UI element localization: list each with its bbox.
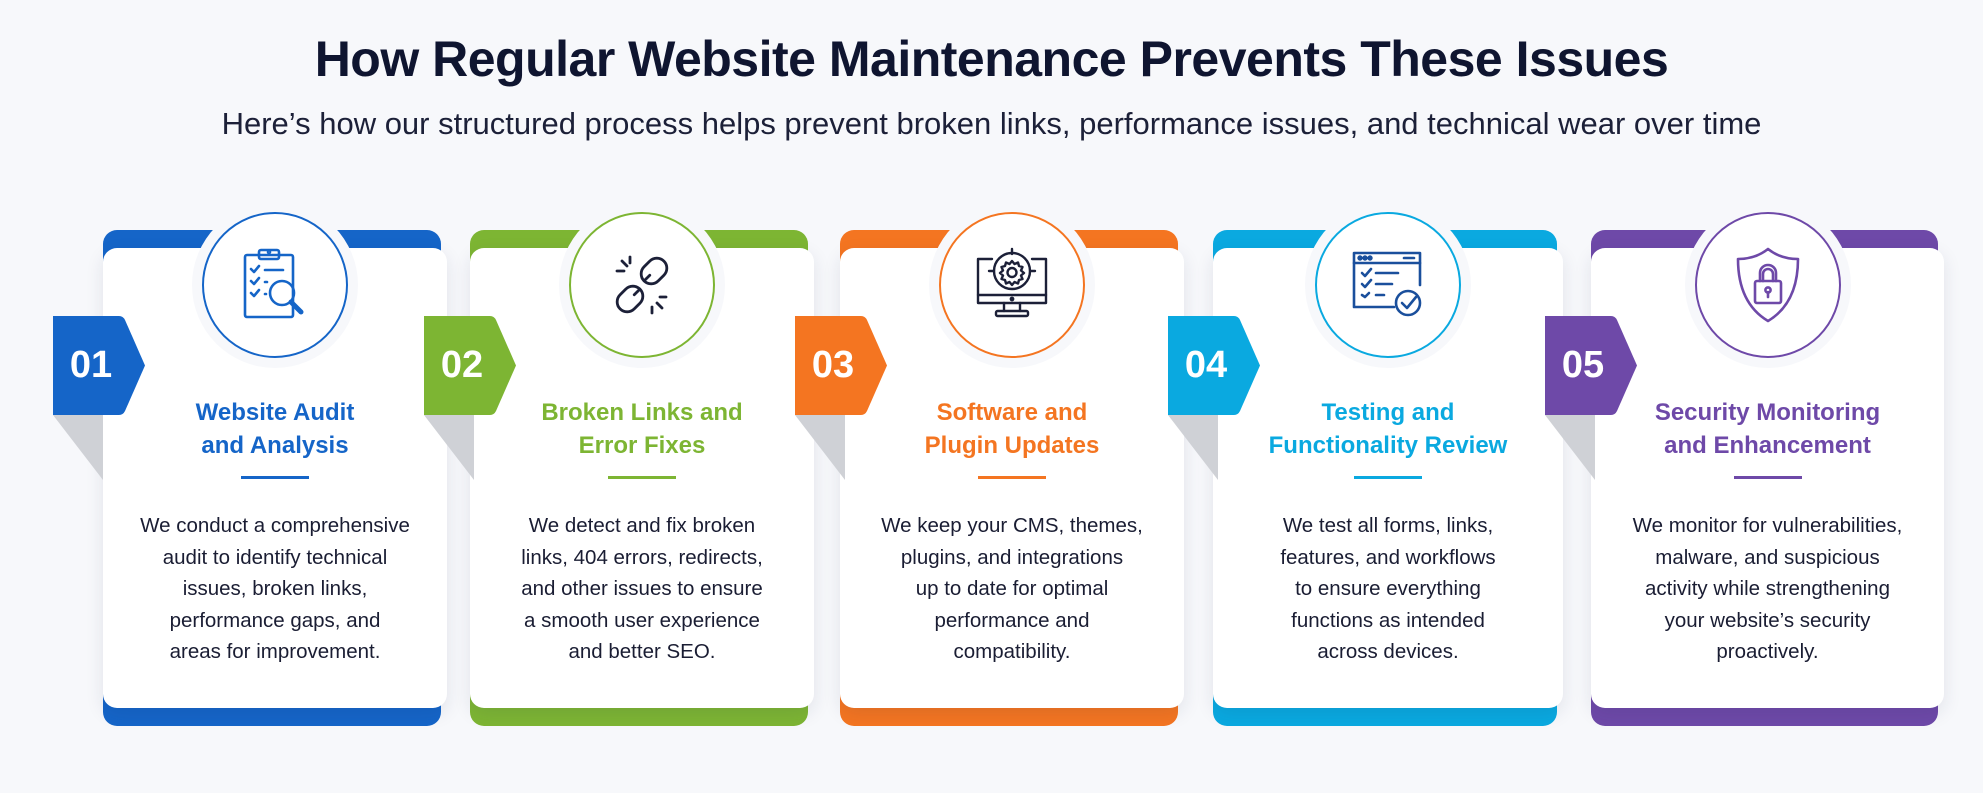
ribbon-fold-shadow (795, 415, 845, 480)
step-description: We keep your CMS, themes, plugins, and i… (858, 510, 1166, 668)
step-badge-2: 02 (424, 316, 516, 415)
icon-ring (1315, 212, 1461, 358)
browser-checklist-icon (1352, 251, 1422, 317)
step-badge-1: 01 (53, 316, 145, 415)
step-card-1: Website Audit and Analysis We conduct a … (103, 212, 447, 726)
step-card-3: Software and Plugin Updates We keep your… (840, 212, 1184, 726)
description-line: a smooth user experience (524, 608, 760, 632)
title-underline (1354, 476, 1422, 479)
title-underline (241, 476, 309, 479)
description-line: functions as intended (1291, 608, 1485, 632)
icon-ring (1694, 212, 1841, 358)
step-description: We test all forms, links, features, and … (1231, 510, 1545, 668)
step-card-2: Broken Links and Error Fixes We detect a… (470, 212, 814, 726)
description-line: and other issues to ensure (521, 577, 763, 600)
step-card-4: Testing and Functionality Review We test… (1213, 212, 1563, 726)
description-line: across devices. (1317, 640, 1459, 663)
description-line: plugins, and integrations (900, 545, 1124, 569)
ribbon-fold-shadow (1545, 415, 1595, 480)
step-title-line-2: Functionality Review (1268, 432, 1508, 459)
step-title-line-2: and Enhancement (1664, 432, 1871, 459)
step-number: 04 (1184, 344, 1228, 386)
description-line: links, 404 errors, redirects, (521, 545, 763, 569)
description-line: performance gaps, and (169, 608, 381, 632)
page-title: How Regular Website Maintenance Prevents… (314, 31, 1669, 87)
description-line: We keep your CMS, themes, (881, 514, 1143, 537)
step-title-line-1: Security Monitoring (1654, 399, 1881, 426)
step-title: Software and Plugin Updates (840, 396, 1184, 462)
badge-shape (795, 316, 887, 415)
step-title-line-1: Website Audit (195, 399, 355, 426)
step-title: Testing and Functionality Review (1213, 396, 1563, 462)
broken-link-icon (615, 255, 669, 315)
step-title: Security Monitoring and Enhancement (1591, 396, 1944, 462)
step-title-line-2: Error Fixes (578, 432, 706, 459)
badge-shape (1545, 316, 1637, 415)
step-badge-3: 03 (795, 316, 887, 415)
description-line: We monitor for vulnerabilities, (1632, 514, 1903, 537)
step-card-5: Security Monitoring and Enhancement We m… (1591, 212, 1944, 726)
step-badge-5: 05 (1545, 316, 1637, 415)
description-line: features, and workflows (1280, 545, 1496, 569)
icon-circle (202, 212, 348, 358)
step-title-line-1: Broken Links and (541, 399, 743, 426)
step-number: 02 (440, 344, 484, 386)
clipboard-search-icon (243, 248, 304, 319)
step-title-line-2: and Analysis (201, 432, 349, 459)
shield-lock-icon (1736, 247, 1799, 323)
step-title: Broken Links and Error Fixes (470, 396, 814, 462)
description-line: audit to identify technical (162, 545, 388, 569)
step-title: Website Audit and Analysis (103, 396, 447, 462)
description-line: areas for improvement. (169, 640, 381, 663)
icon-circle (569, 212, 715, 358)
card-body: Security Monitoring and Enhancement We m… (1591, 212, 1944, 708)
icon-circle (1315, 212, 1461, 358)
badge-shape (1168, 316, 1260, 415)
step-number: 05 (1561, 344, 1605, 386)
description-line: your website’s security (1664, 608, 1871, 632)
description-line: We conduct a comprehensive (140, 514, 410, 537)
description-line: We test all forms, links, (1282, 514, 1494, 537)
description-line: activity while strengthening (1645, 577, 1890, 600)
step-title-line-2: Plugin Updates (924, 432, 1100, 459)
step-title-line-1: Software and (936, 399, 1088, 426)
step-title-line-1: Testing and (1321, 399, 1455, 426)
description-line: compatibility. (953, 640, 1071, 663)
step-badge-4: 04 (1168, 316, 1260, 415)
badge-shape (53, 316, 145, 415)
step-description: We monitor for vulnerabilities, malware,… (1609, 510, 1926, 668)
ribbon-fold-shadow (1168, 415, 1218, 480)
step-description: We detect and fix broken links, 404 erro… (488, 510, 796, 668)
icon-circle (939, 212, 1085, 358)
description-line: and better SEO. (568, 640, 716, 663)
description-line: We detect and fix broken (528, 514, 756, 537)
description-line: issues, broken links, (182, 577, 368, 600)
card-body: Website Audit and Analysis We conduct a … (103, 212, 447, 708)
card-body: Software and Plugin Updates We keep your… (840, 212, 1184, 708)
title-underline (978, 476, 1046, 479)
description-line: performance and (934, 608, 1090, 632)
card-body: Broken Links and Error Fixes We detect a… (470, 212, 814, 708)
description-line: malware, and suspicious (1655, 545, 1880, 569)
monitor-gear-icon (976, 247, 1048, 318)
icon-ring (939, 212, 1085, 358)
icon-ring (202, 212, 348, 358)
step-number: 01 (69, 344, 113, 386)
description-line: to ensure everything (1295, 577, 1481, 600)
icon-ring (569, 212, 715, 358)
ribbon-fold-shadow (424, 415, 474, 480)
badge-shape (424, 316, 516, 415)
icon-circle (1694, 212, 1841, 358)
title-underline (608, 476, 676, 479)
description-line: proactively. (1716, 640, 1819, 663)
ribbon-fold-shadow (53, 415, 103, 480)
step-description: We conduct a comprehensive audit to iden… (121, 510, 429, 668)
description-line: up to date for optimal (915, 577, 1109, 600)
card-body: Testing and Functionality Review We test… (1213, 212, 1563, 708)
page-subtitle: Here’s how our structured process helps … (221, 106, 1762, 141)
step-number: 03 (811, 344, 855, 386)
title-underline (1733, 476, 1802, 479)
